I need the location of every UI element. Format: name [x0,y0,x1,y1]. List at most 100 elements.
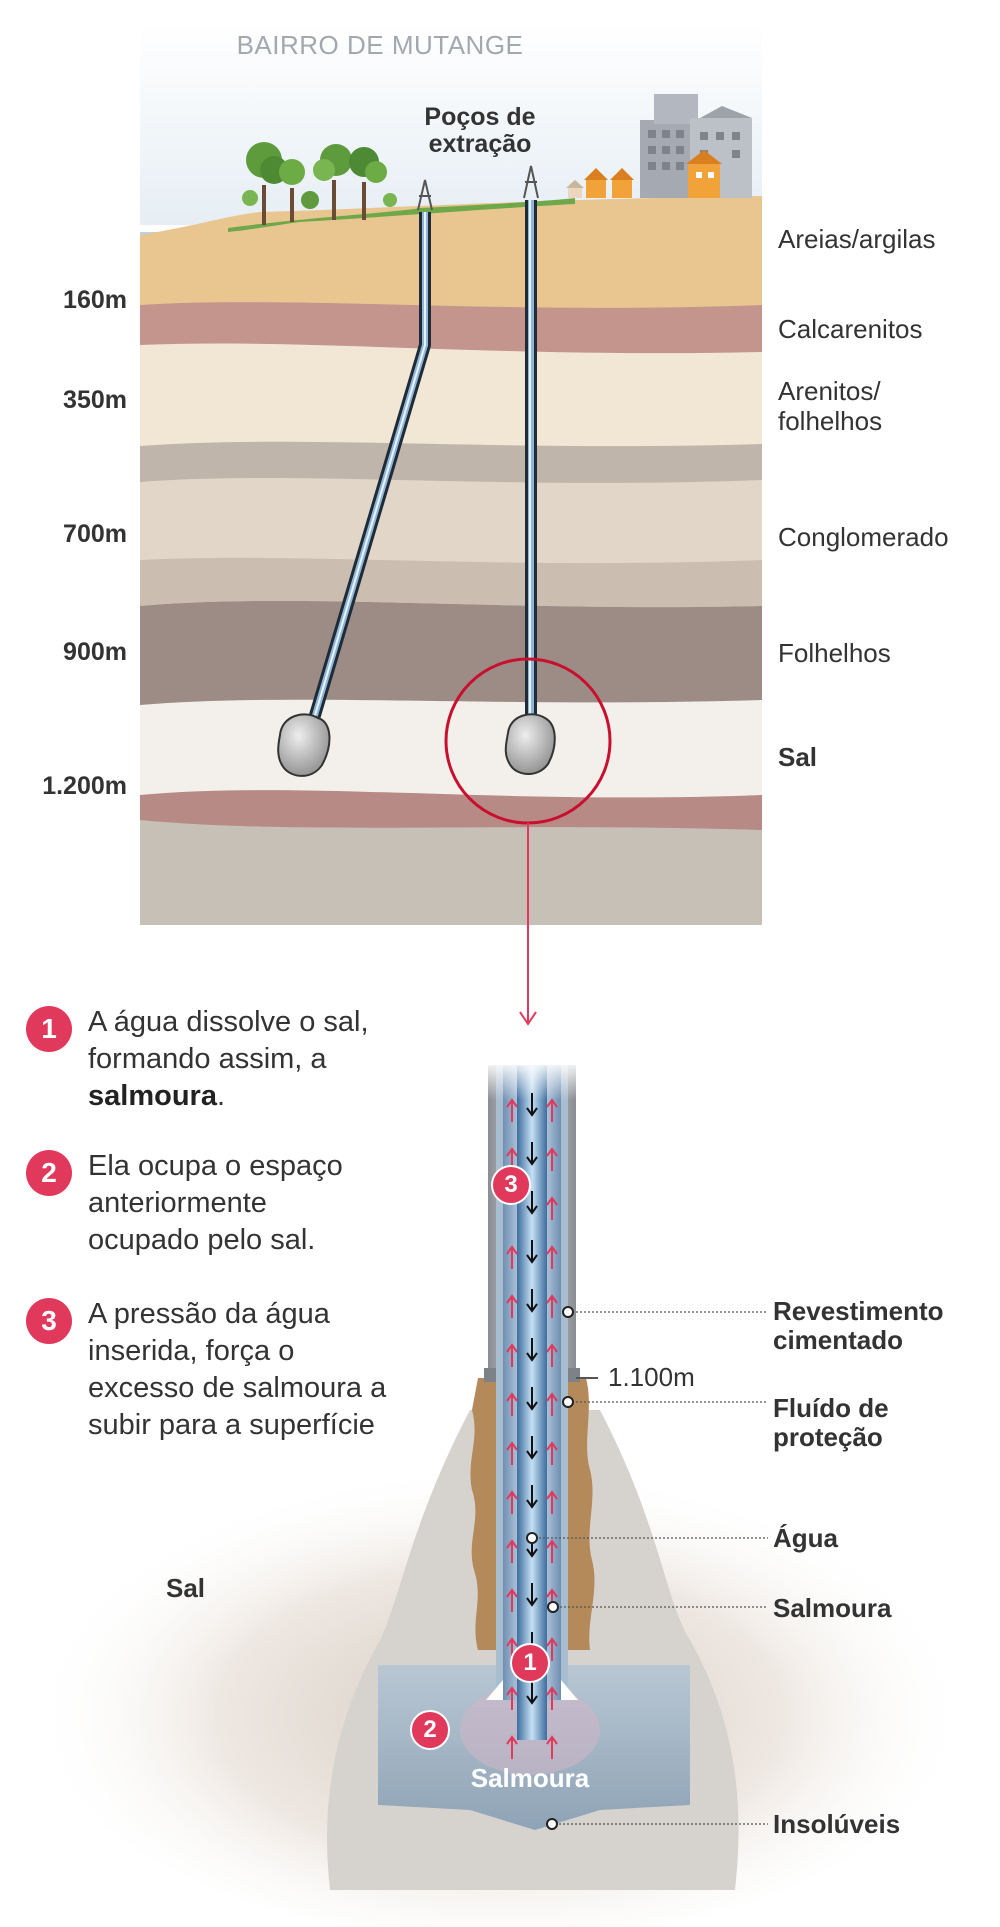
water-flow-arrow [526,1142,538,1166]
detail-view [30,1060,970,1927]
brine-flow-arrow [506,1735,518,1759]
step-badge-2: 2 [26,1150,72,1196]
water-flow-arrow [526,1485,538,1509]
deviated-well [277,179,433,777]
label-water: Água [773,1523,838,1553]
buildings [566,94,752,198]
brine-flow-arrow [506,1441,518,1465]
brine-flow-arrow [546,1147,558,1171]
water-flow-arrow [526,1240,538,1264]
wells-label-line2: extração [428,130,532,158]
step-1-text: A água dissolve o sal, formando assim, a… [88,1004,446,1115]
brine-flow-arrow [546,1196,558,1220]
label-fluid-line1: Fluído de [773,1393,889,1423]
step-3: 3 A pressão da água inserida, força o ex… [26,1296,446,1444]
leader-dots [526,1306,574,1830]
brine-flow-arrow [506,1098,518,1122]
brine-flow-arrow [506,1588,518,1612]
leader-lines [535,1311,768,1825]
step-2-line2: anteriormente [88,1187,267,1219]
step-2: 2 Ela ocupa o espaço anteriormente ocupa… [26,1148,446,1259]
layer-shales: Folhelhos [778,638,891,668]
step-2-line3: ocupado pelo sal. [88,1224,316,1256]
brine-flow-arrow [546,1098,558,1122]
brine-flow-arrow [506,1490,518,1514]
layer-salt: Sal [778,742,818,772]
water-flow-arrow [526,1191,538,1215]
shale-layer [140,598,762,705]
depth-160: 160m [63,286,127,314]
water-flow-arrow [526,1583,538,1607]
cement-right [568,1378,595,1650]
detail-badges [410,1165,550,1750]
brine-flow-arrow [546,1343,558,1367]
layer-sands: Areias/argilas [778,224,936,254]
layer-calcarenites: Calcarenitos [778,314,923,344]
step-2-text: Ela ocupa o espaço anteriormente ocupado… [88,1148,446,1259]
brine-up-arrows [506,1098,558,1759]
label-insolubles: Insolúveis [773,1809,901,1839]
brine-flow-arrow [546,1490,558,1514]
detail-badge-3: 3 [504,1171,518,1198]
brine-flow-arrow [506,1392,518,1416]
wells-label: Poços de extração [390,104,570,158]
step-1: 1 A água dissolve o sal, formando assim,… [26,1004,446,1115]
label-brine: Salmoura [773,1593,892,1623]
calcarenite-layer [140,296,762,354]
brine-flow-arrow [546,1245,558,1269]
depth-350: 350m [63,386,127,414]
step-badge-1: 1 [26,1006,72,1052]
water-flow-arrow [526,1289,538,1313]
depth-1200: 1.200m [42,772,127,800]
cavity-rock-right [504,713,556,775]
water-down-arrows [526,1093,538,1705]
label-casing: Revestimento cimentado [773,1297,944,1355]
brine-flow-arrow [546,1735,558,1759]
cavity-brine-label: Salmoura [470,1763,590,1793]
step-3-line1: A pressão da água [88,1298,330,1330]
brine-flow-arrow [546,1637,558,1661]
depth-900: 900m [63,638,127,666]
layer-conglomerate: Conglomerado [778,522,949,552]
step-badge-3: 3 [26,1298,72,1344]
grass-line [228,198,575,232]
step-3-line3: excesso de salmoura a [88,1372,387,1404]
sandstone-layer [140,335,762,447]
brine-flow-arrow [506,1343,518,1367]
brine-flow-arrow [546,1686,558,1710]
brine-flow-arrow [546,1294,558,1318]
step-3-line4: subir para a superfície [88,1409,375,1441]
water-flow-arrow [526,1093,538,1117]
step-3-text: A pressão da água inserida, força o exce… [88,1296,446,1444]
cross-section [140,25,762,1026]
step-1-bold: salmoura [88,1080,217,1112]
detail-salt-label: Sal [166,1573,206,1603]
sand-layer [140,196,762,308]
vertical-well [504,165,556,775]
step-3-line2: inserida, força o [88,1335,295,1367]
label-casing-line2: cimentado [773,1325,904,1355]
cement-left [470,1378,496,1650]
label-casing-line1: Revestimento [773,1296,944,1326]
trees [242,142,397,225]
water-flow-arrow [526,1436,538,1460]
step-1-line1: A água dissolve o sal, [88,1006,369,1038]
depth-700: 700m [63,520,127,548]
label-fluid: Fluído de proteção [773,1394,889,1452]
step-2-line1: Ela ocupa o espaço [88,1150,343,1182]
brine-flow-arrow [506,1686,518,1710]
brine-flow-arrow [546,1441,558,1465]
step-1-line3: salmoura. [88,1078,446,1115]
water-flow-arrow [526,1681,538,1705]
layer-sandstones-line1: Arenitos/ [778,376,881,406]
water-flow-arrow [526,1338,538,1362]
label-fluid-line2: proteção [773,1422,883,1452]
brine-flow-arrow [506,1539,518,1563]
brine-flow-arrow [506,1294,518,1318]
step-1-line2: formando assim, a [88,1043,327,1075]
detail-badge-2: 2 [423,1716,437,1743]
wells-label-line1: Poços de [424,103,536,131]
layer-sandstones: Arenitos/ folhelhos [778,376,882,436]
neighborhood-title: BAIRRO DE MUTANGE [236,30,524,60]
